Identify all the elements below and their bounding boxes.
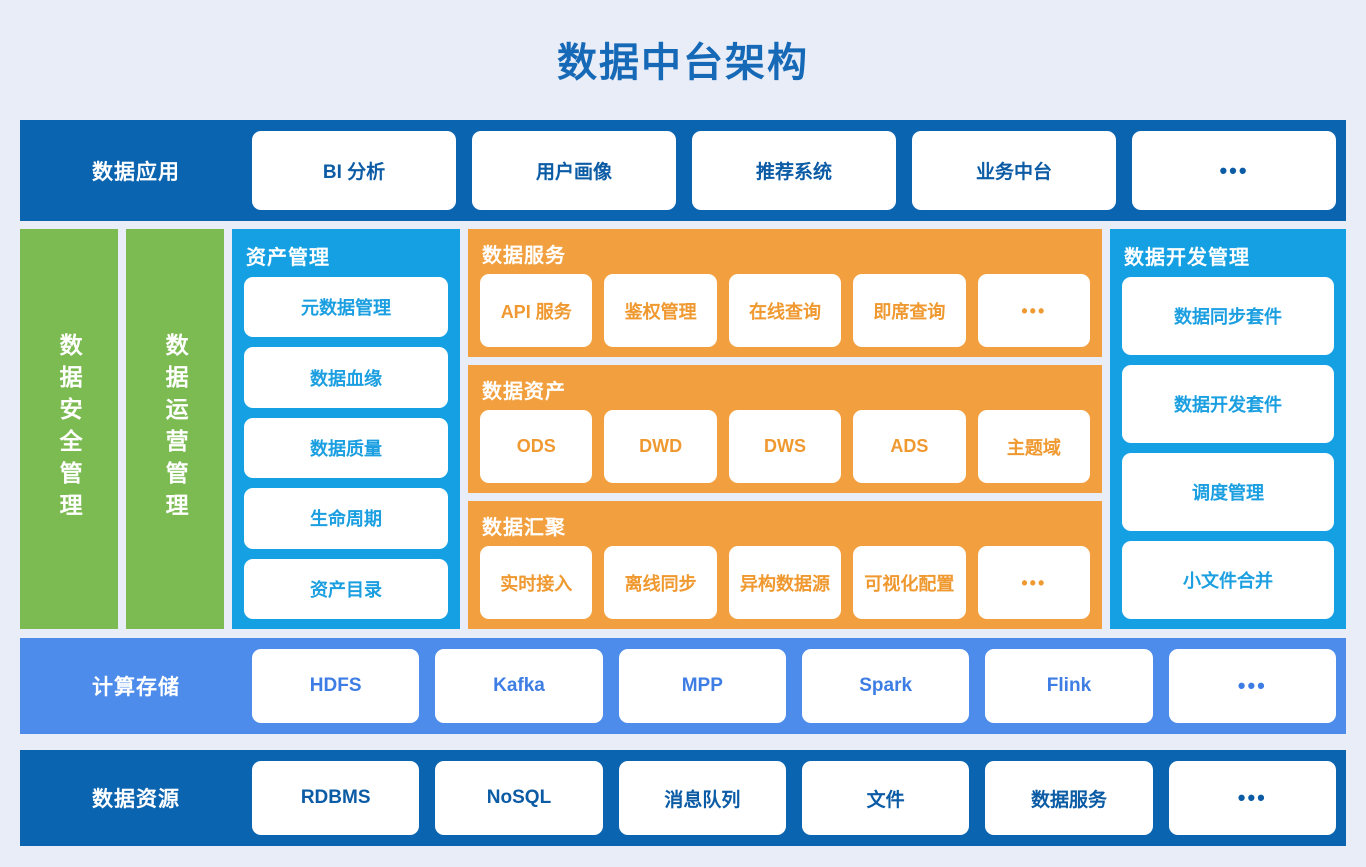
resource-card-more-icon[interactable]: •••: [1168, 761, 1336, 835]
compute-card-spark[interactable]: Spark: [801, 649, 970, 723]
middle-section: 数据安全管理 数据运营管理 资产管理 元数据管理 数据血缘 数据质量 生命周期 …: [20, 229, 1346, 629]
resource-card-data-service[interactable]: 数据服务: [985, 761, 1153, 835]
aggregation-chip-heterogeneous-source[interactable]: 异构数据源: [728, 546, 842, 619]
asset-chip-dws[interactable]: DWS: [728, 410, 842, 483]
dev-management-items: 数据同步套件 数据开发套件 调度管理 小文件合并: [1122, 277, 1334, 619]
app-card-more-icon[interactable]: •••: [1132, 131, 1336, 210]
asset-item-lifecycle[interactable]: 生命周期: [244, 488, 448, 549]
asset-management-title: 资产管理: [246, 247, 330, 269]
panel-title-data-asset: 数据资产: [482, 381, 566, 403]
resource-card-file[interactable]: 文件: [801, 761, 970, 835]
compute-card-hdfs[interactable]: HDFS: [252, 649, 420, 723]
service-chip-adhoc-query[interactable]: 即席查询: [853, 274, 966, 347]
dev-item-schedule-management[interactable]: 调度管理: [1122, 453, 1334, 531]
app-card-business-midend[interactable]: 业务中台: [912, 131, 1116, 210]
service-chip-online-query[interactable]: 在线查询: [728, 274, 842, 347]
resource-card-rdbms[interactable]: RDBMS: [252, 761, 420, 835]
dev-item-data-dev-suite[interactable]: 数据开发套件: [1122, 365, 1334, 443]
aggregation-chip-realtime-ingest[interactable]: 实时接入: [480, 546, 593, 619]
app-card-recommendation[interactable]: 推荐系统: [692, 131, 896, 210]
row-data-resource: 数据资源 RDBMS NoSQL 消息队列 文件 数据服务 •••: [20, 750, 1346, 846]
resource-card-nosql[interactable]: NoSQL: [435, 761, 603, 835]
panel-items-data-aggregation: 实时接入 离线同步 异构数据源 可视化配置 •••: [480, 546, 1091, 619]
aggregation-chip-offline-sync[interactable]: 离线同步: [604, 546, 717, 619]
panel-title-data-aggregation: 数据汇聚: [482, 517, 566, 539]
app-card-user-profile[interactable]: 用户画像: [472, 131, 676, 210]
row-cards-data-resource: RDBMS NoSQL 消息队列 文件 数据服务 •••: [252, 750, 1346, 846]
aggregation-chip-visual-config[interactable]: 可视化配置: [853, 546, 966, 619]
aggregation-chip-more-icon[interactable]: •••: [977, 546, 1091, 619]
compute-card-flink[interactable]: Flink: [985, 649, 1153, 723]
asset-item-data-lineage[interactable]: 数据血缘: [244, 347, 448, 408]
asset-item-data-quality[interactable]: 数据质量: [244, 417, 448, 479]
service-chip-auth-management[interactable]: 鉴权管理: [604, 274, 717, 347]
row-label-data-application: 数据应用: [92, 160, 180, 184]
asset-chip-ads[interactable]: ADS: [853, 410, 966, 483]
center-orange-stack: 数据服务 API 服务 鉴权管理 在线查询 即席查询 ••• 数据资产 ODS …: [468, 229, 1102, 629]
row-cards-data-application: BI 分析 用户画像 推荐系统 业务中台 •••: [252, 120, 1346, 221]
panel-data-service: 数据服务 API 服务 鉴权管理 在线查询 即席查询 •••: [468, 229, 1102, 357]
asset-item-asset-catalog[interactable]: 资产目录: [244, 558, 448, 620]
row-cards-compute-storage: HDFS Kafka MPP Spark Flink •••: [252, 638, 1346, 734]
compute-card-mpp[interactable]: MPP: [618, 649, 786, 723]
compute-card-more-icon[interactable]: •••: [1168, 649, 1336, 723]
asset-chip-dwd[interactable]: DWD: [604, 410, 717, 483]
panel-items-data-asset: ODS DWD DWS ADS 主题域: [480, 410, 1091, 483]
service-chip-api-service[interactable]: API 服务: [480, 274, 593, 347]
dev-management-title: 数据开发管理: [1124, 247, 1250, 269]
panel-title-data-service: 数据服务: [482, 245, 566, 267]
asset-chip-subject-domain[interactable]: 主题域: [977, 410, 1091, 483]
column-asset-management: 资产管理 元数据管理 数据血缘 数据质量 生命周期 资产目录: [232, 229, 460, 629]
column-label-data-operation-management: 数据运营管理: [162, 333, 189, 525]
compute-card-kafka[interactable]: Kafka: [435, 649, 603, 723]
row-label-compute-storage: 计算存储: [92, 676, 180, 699]
dev-item-data-sync-suite[interactable]: 数据同步套件: [1122, 277, 1334, 355]
column-data-operation-management[interactable]: 数据运营管理: [126, 229, 224, 629]
column-dev-management: 数据开发管理 数据同步套件 数据开发套件 调度管理 小文件合并: [1110, 229, 1346, 629]
row-label-data-resource: 数据资源: [92, 788, 180, 811]
app-card-bi-analysis[interactable]: BI 分析: [252, 131, 456, 210]
panel-data-aggregation: 数据汇聚 实时接入 离线同步 异构数据源 可视化配置 •••: [468, 501, 1102, 629]
resource-card-message-queue[interactable]: 消息队列: [618, 761, 786, 835]
panel-items-data-service: API 服务 鉴权管理 在线查询 即席查询 •••: [480, 274, 1091, 347]
row-compute-storage: 计算存储 HDFS Kafka MPP Spark Flink •••: [20, 638, 1346, 734]
page-title: 数据中台架构: [557, 41, 809, 85]
asset-management-items: 元数据管理 数据血缘 数据质量 生命周期 资产目录: [244, 277, 448, 620]
row-data-application: 数据应用 BI 分析 用户画像 推荐系统 业务中台 •••: [20, 120, 1346, 221]
panel-data-asset: 数据资产 ODS DWD DWS ADS 主题域: [468, 365, 1102, 493]
asset-chip-ods[interactable]: ODS: [480, 410, 593, 483]
asset-item-metadata-management[interactable]: 元数据管理: [244, 277, 448, 338]
column-data-security-management[interactable]: 数据安全管理: [20, 229, 118, 629]
column-label-data-security-management: 数据安全管理: [56, 333, 83, 525]
service-chip-more-icon[interactable]: •••: [977, 274, 1091, 347]
dev-item-small-file-merge[interactable]: 小文件合并: [1122, 541, 1334, 619]
